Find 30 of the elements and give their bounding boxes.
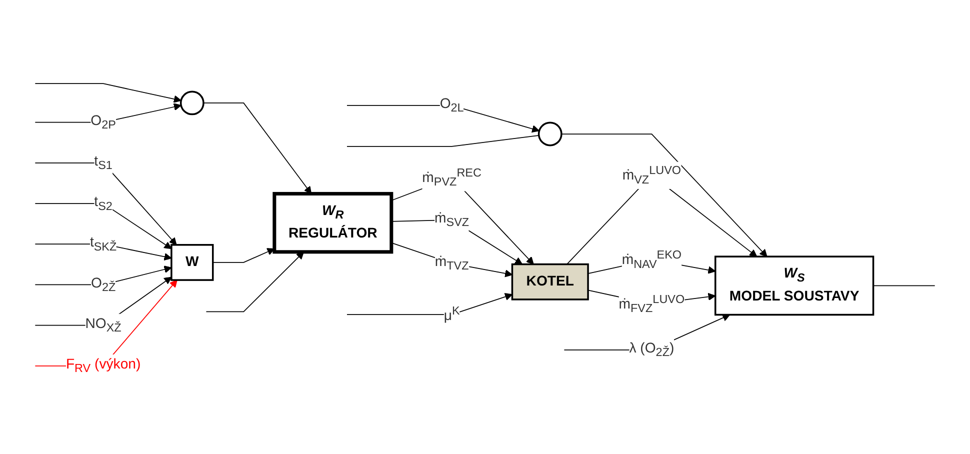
node-box: W$_{S}$ MODEL SOUSTAVY xyxy=(714,256,874,316)
node-box: W xyxy=(170,244,214,281)
arrow xyxy=(34,203,172,250)
edge-label: O$_{2P}$ xyxy=(90,113,116,132)
edge-label: ṁ$_{SVZ}$ xyxy=(434,211,470,229)
connector xyxy=(346,135,540,147)
arrow xyxy=(34,83,182,103)
edge-label: O$_{2Ž}$ xyxy=(90,276,116,294)
edge-label: λ (O$_{2Ž}$) xyxy=(629,341,674,359)
edge-label: NO$_{XŽ}$ xyxy=(85,316,122,334)
edge-label: t$_{S1}$ xyxy=(94,154,112,172)
connector xyxy=(872,285,936,286)
edge-label: O$_{2L}$ xyxy=(440,96,464,114)
arrow xyxy=(346,105,540,133)
arrow xyxy=(561,134,768,257)
arrow xyxy=(34,162,177,246)
edge-label: t$_{S2}$ xyxy=(94,194,112,212)
edge-label: t$_{SKŽ}$ xyxy=(90,235,117,253)
arrow xyxy=(212,248,275,263)
edge-label: ṁ$_{TVZ}$ xyxy=(434,254,469,272)
arrow xyxy=(346,293,513,315)
node-box: W$_{R}$ REGULÁTOR xyxy=(272,192,394,254)
node-circle xyxy=(538,122,562,146)
edge-label: F$_{RV}$ (výkon) xyxy=(66,357,141,375)
arrow xyxy=(206,252,304,312)
edge-label: μ$^{K}$ xyxy=(444,304,460,324)
node-circle xyxy=(180,90,204,116)
arrow xyxy=(34,280,178,366)
node-box: KOTEL xyxy=(511,263,589,300)
arrow xyxy=(203,102,312,194)
